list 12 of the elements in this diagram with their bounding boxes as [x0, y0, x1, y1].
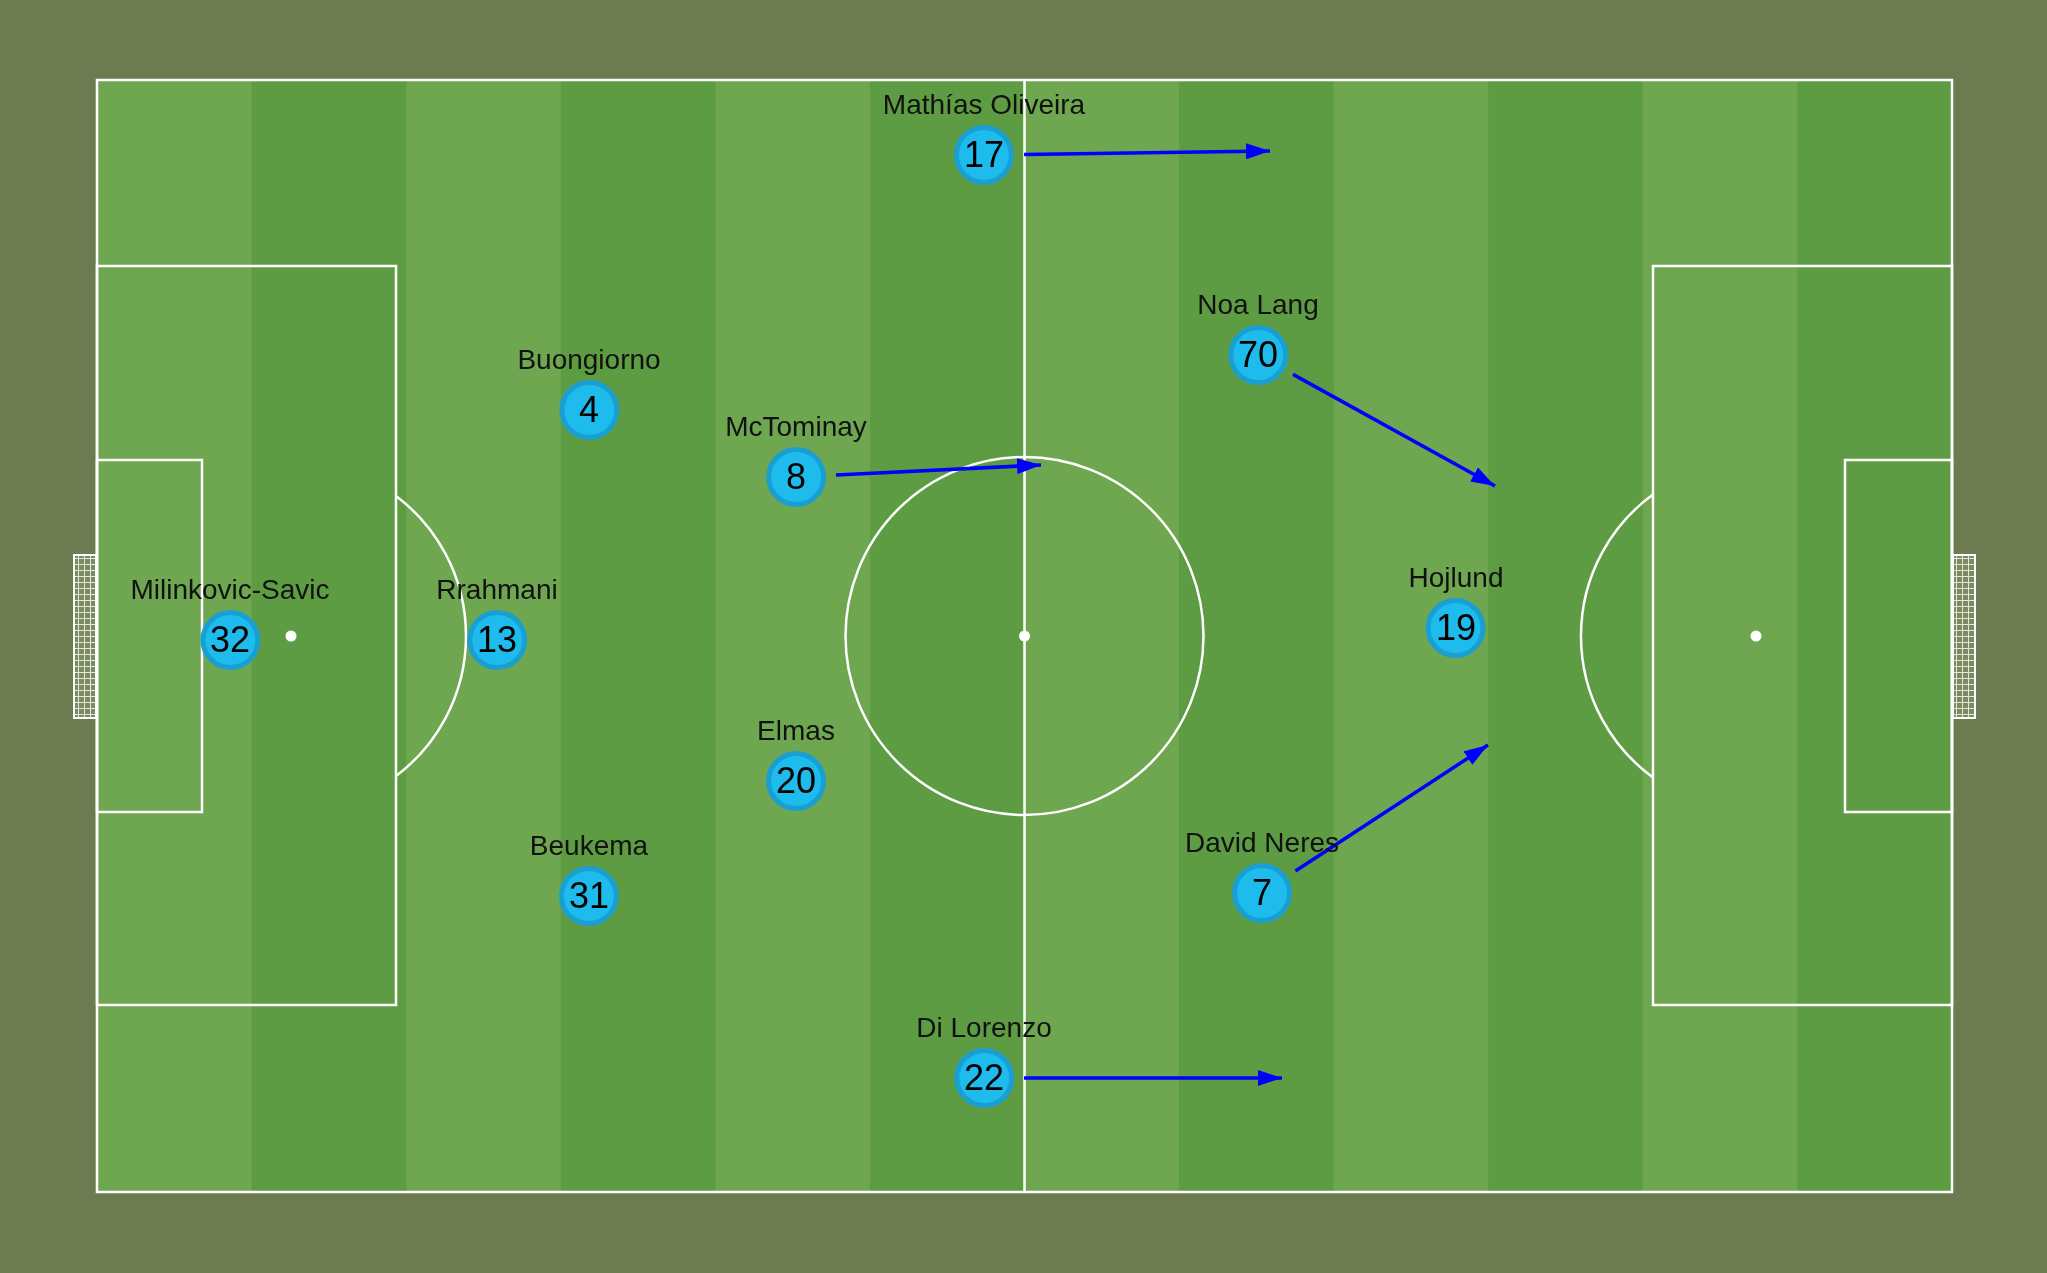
player-name: McTominay [725, 411, 867, 443]
player-name: Hojlund [1408, 562, 1504, 594]
arrow [1024, 1070, 1282, 1086]
arrow [1023, 143, 1271, 160]
arrow [1294, 743, 1489, 873]
arrow [835, 458, 1042, 477]
player-name: David Neres [1184, 827, 1340, 859]
player-name: Buongiorno [517, 344, 661, 376]
arrow [1292, 372, 1496, 488]
player-name: Elmas [757, 715, 835, 747]
player-name: Noa Lang [1197, 289, 1319, 321]
player-name: Beukema [529, 830, 649, 862]
